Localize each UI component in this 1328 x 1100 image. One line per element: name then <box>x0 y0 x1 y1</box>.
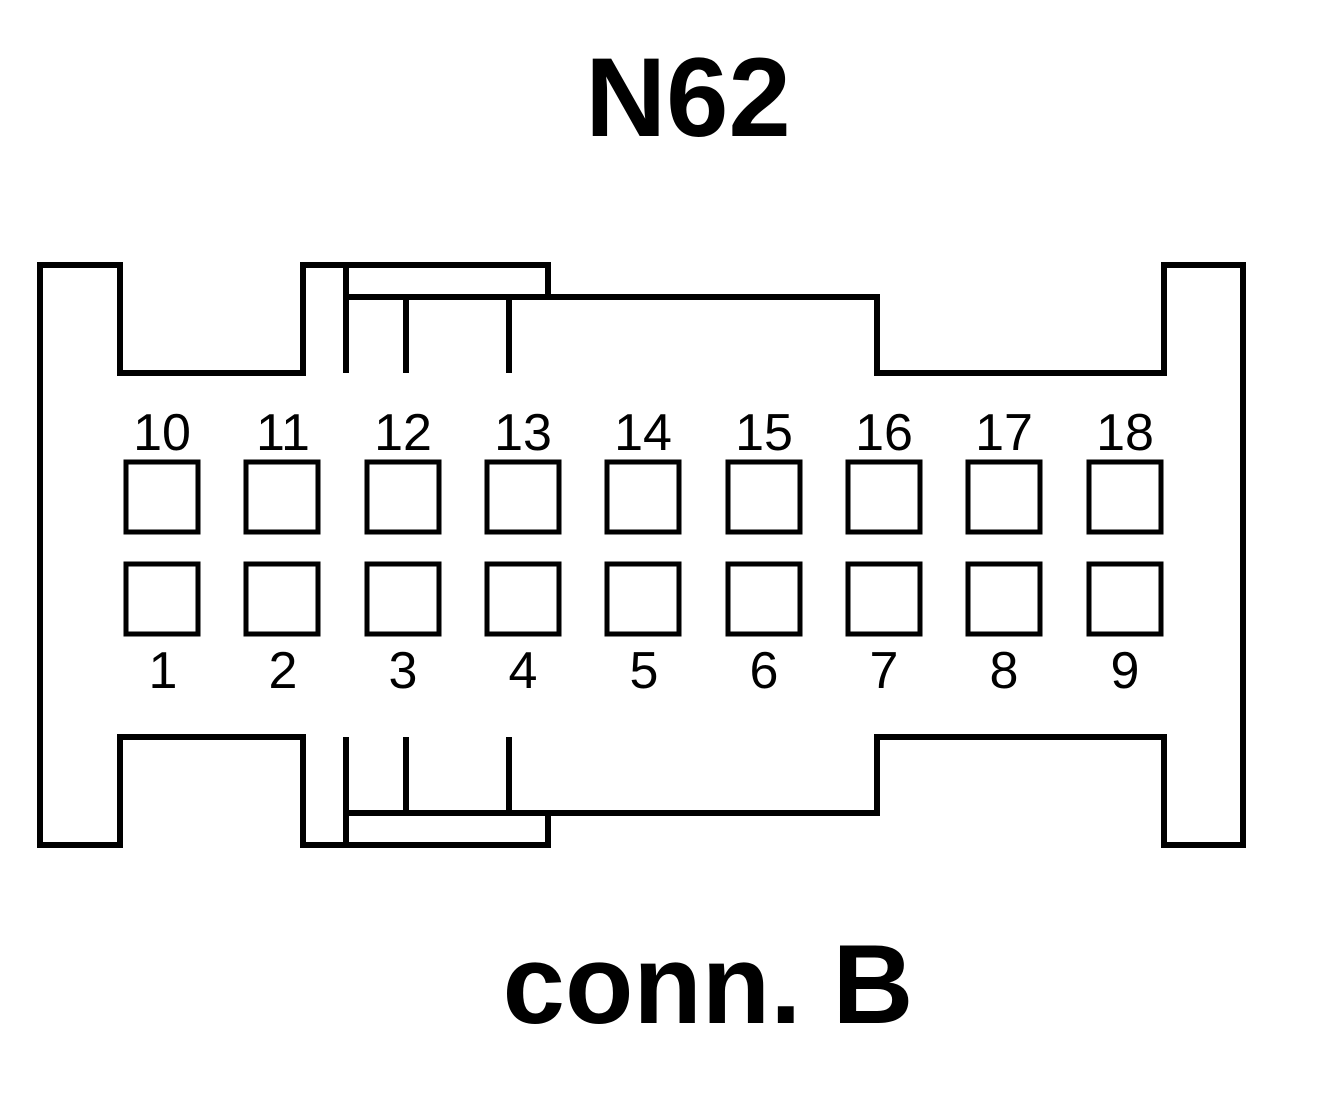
pin-10 <box>123 459 201 535</box>
bottom-pin-row <box>123 561 1164 637</box>
connector-subtitle: conn. B <box>503 922 914 1047</box>
pin-label-5: 5 <box>630 642 659 700</box>
bottom-latch <box>343 737 548 845</box>
pin-16 <box>845 459 923 535</box>
pin-2 <box>243 561 321 637</box>
pin-7 <box>845 561 923 637</box>
pin-label-3: 3 <box>389 642 418 700</box>
pin-8 <box>965 561 1043 637</box>
pin-label-4: 4 <box>509 642 538 700</box>
top-latch <box>343 265 548 373</box>
pin-label-17: 17 <box>975 404 1033 462</box>
pin-label-11: 11 <box>256 404 310 462</box>
pin-6 <box>725 561 803 637</box>
pin-label-18: 18 <box>1096 404 1154 462</box>
pin-14 <box>604 459 682 535</box>
pin-label-12: 12 <box>374 404 432 462</box>
pin-18 <box>1086 459 1164 535</box>
bottom-pin-labels: 1 2 3 4 5 6 7 8 9 <box>149 642 1140 700</box>
pin-label-15: 15 <box>735 404 793 462</box>
pin-label-9: 9 <box>1111 642 1140 700</box>
pin-3 <box>364 561 442 637</box>
connector-title: N62 <box>585 35 790 160</box>
pin-label-16: 16 <box>855 404 913 462</box>
pin-5 <box>604 561 682 637</box>
top-pin-row <box>123 459 1164 535</box>
pin-label-13: 13 <box>494 404 552 462</box>
pin-1 <box>123 561 201 637</box>
top-pin-labels: 10 11 12 13 14 15 16 17 18 <box>133 404 1154 462</box>
pin-12 <box>364 459 442 535</box>
pin-13 <box>484 459 562 535</box>
pin-4 <box>484 561 562 637</box>
pin-17 <box>965 459 1043 535</box>
pin-label-14: 14 <box>614 404 672 462</box>
pin-11 <box>243 459 321 535</box>
pin-label-10: 10 <box>133 404 191 462</box>
pin-label-6: 6 <box>750 642 779 700</box>
pin-label-7: 7 <box>870 642 899 700</box>
pin-label-8: 8 <box>990 642 1019 700</box>
pin-label-2: 2 <box>269 642 298 700</box>
connector-body <box>37 262 1246 848</box>
pin-15 <box>725 459 803 535</box>
pin-label-1: 1 <box>149 642 178 700</box>
pin-9 <box>1086 561 1164 637</box>
